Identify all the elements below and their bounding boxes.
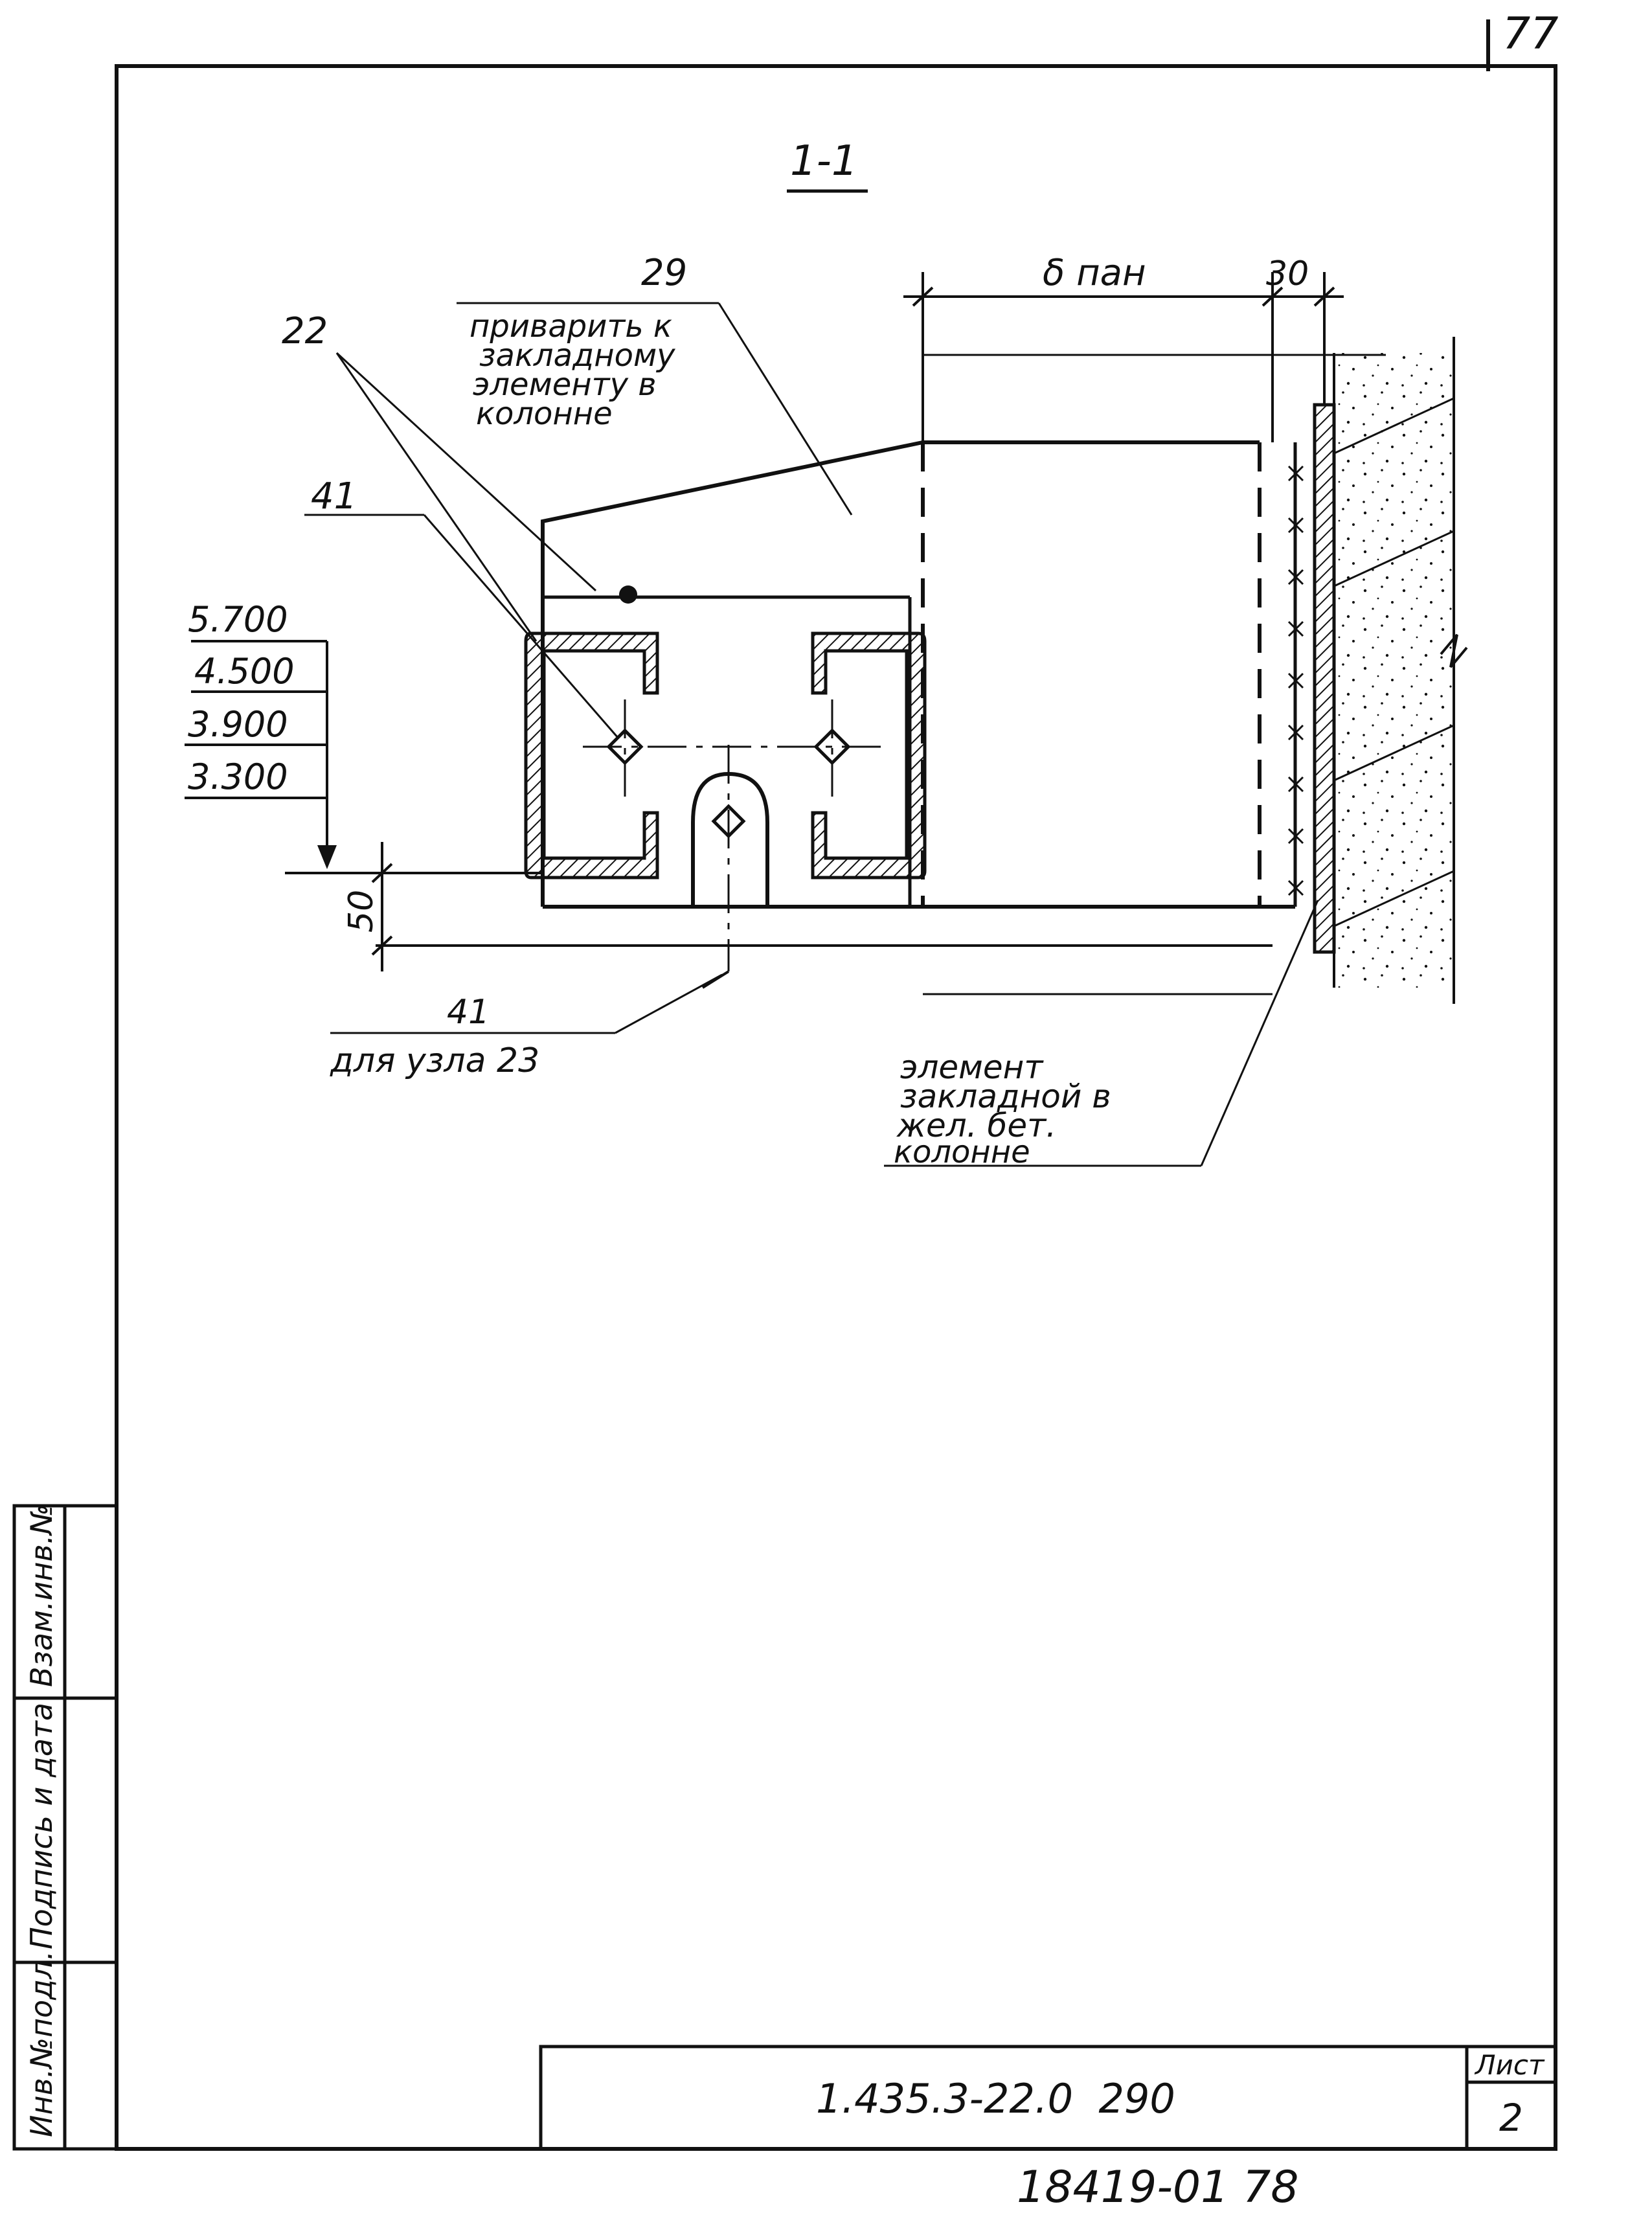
dimension-panel xyxy=(903,272,1386,995)
embed-note-line-3: жел. бет. xyxy=(896,1107,1056,1144)
weld-note-line-1: приварить к xyxy=(470,308,672,345)
document-code: 1.435.3-22.0 290 xyxy=(816,2075,1175,2122)
embed-note-line-1: элемент xyxy=(900,1049,1044,1086)
section-label: 1-1 xyxy=(790,137,858,185)
embed-note-line-4: колонне xyxy=(894,1134,1030,1170)
dimension-gap: 30 xyxy=(1266,255,1309,293)
side-label-inventory: Инв.№подл. xyxy=(24,1951,59,2137)
elevation-3: 3.900 xyxy=(188,704,288,745)
weld-note-line-4: колонне xyxy=(476,396,613,432)
sheet-number: 2 xyxy=(1499,2096,1523,2140)
archive-number: 18419-01 78 xyxy=(1017,2162,1299,2213)
weld-note-line-2: закладному xyxy=(479,337,675,374)
side-label-replacement: Взам.инв.№ xyxy=(24,1504,59,1687)
leader-lines xyxy=(304,302,1319,1167)
side-label-signature: Подпись и дата xyxy=(24,1703,59,1949)
callout-29: 29 xyxy=(641,252,687,294)
bolt-hole-right xyxy=(813,728,851,766)
dimension-panel-thickness: δ пан xyxy=(1043,252,1146,294)
embed-note-line-2: закладной в xyxy=(900,1078,1111,1115)
bolt-hole-center xyxy=(711,804,746,839)
page-number: 77 xyxy=(1502,8,1559,60)
node-note: для узла 23 xyxy=(330,1041,539,1080)
callout-41-top: 41 xyxy=(311,475,357,517)
dimension-height-50: 50 xyxy=(342,890,381,933)
side-stamp xyxy=(12,1504,119,2151)
center-lines xyxy=(583,699,887,971)
channel-left xyxy=(524,631,659,880)
weld-point xyxy=(619,585,637,604)
weld-note-line-3: элементу в xyxy=(473,367,657,403)
embedded-plate xyxy=(1313,403,1336,954)
title-block xyxy=(539,2045,1557,2151)
elevation-stack xyxy=(185,640,337,869)
concrete-column xyxy=(1334,353,1454,988)
bolt-hole-left xyxy=(606,728,644,766)
callout-22: 22 xyxy=(282,310,328,352)
concrete-column-edges xyxy=(1333,337,1468,1004)
callout-41-bottom: 41 xyxy=(447,993,490,1032)
sheet-label: Лист xyxy=(1474,2049,1545,2081)
dimension-height xyxy=(285,842,1273,971)
elevation-1: 5.700 xyxy=(188,599,288,640)
elevation-4: 3.300 xyxy=(188,756,288,797)
elevation-2: 4.500 xyxy=(194,651,295,692)
channel-right xyxy=(811,631,927,880)
slotted-plate xyxy=(691,771,769,907)
